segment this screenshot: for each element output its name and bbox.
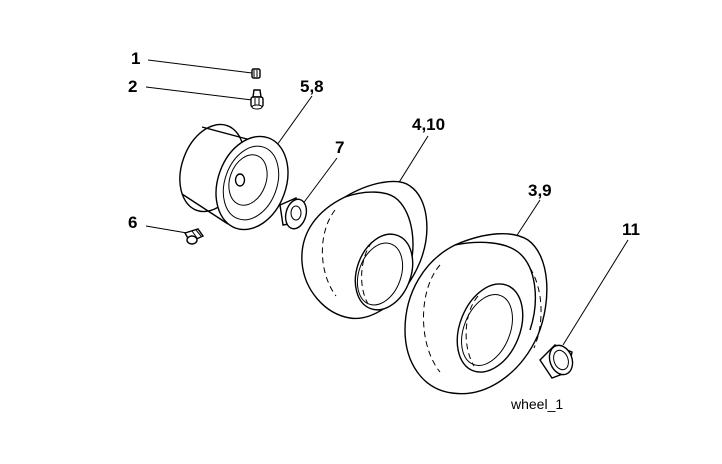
callout-3-9: 3,9	[528, 181, 552, 200]
callout-6: 6	[128, 213, 137, 232]
callout-2: 2	[128, 77, 137, 96]
leader-6	[145, 225, 188, 234]
leader-4-10	[397, 135, 429, 185]
leader-lines	[145, 59, 629, 346]
leader-2	[145, 86, 253, 101]
callout-4-10: 4,10	[412, 115, 445, 134]
callout-7: 7	[335, 138, 344, 157]
valve-stem-part-2	[250, 89, 264, 110]
callout-11: 11	[622, 220, 640, 239]
leader-5-8	[276, 95, 313, 146]
tire-part-4-10	[301, 180, 428, 320]
hub-cap-part-11	[539, 344, 574, 379]
tire-part-3-9	[404, 232, 548, 395]
leader-11	[562, 239, 629, 346]
callout-1: 1	[131, 49, 140, 68]
leader-7	[301, 157, 338, 206]
diagram-caption: wheel_1	[510, 396, 563, 412]
fitting-part-6	[183, 228, 205, 245]
rim-part-5-8	[179, 123, 289, 231]
leader-1	[147, 59, 253, 74]
valve-cap-part-1	[251, 68, 261, 79]
bushing-part-7	[279, 196, 308, 230]
callout-5-8: 5,8	[300, 77, 324, 96]
